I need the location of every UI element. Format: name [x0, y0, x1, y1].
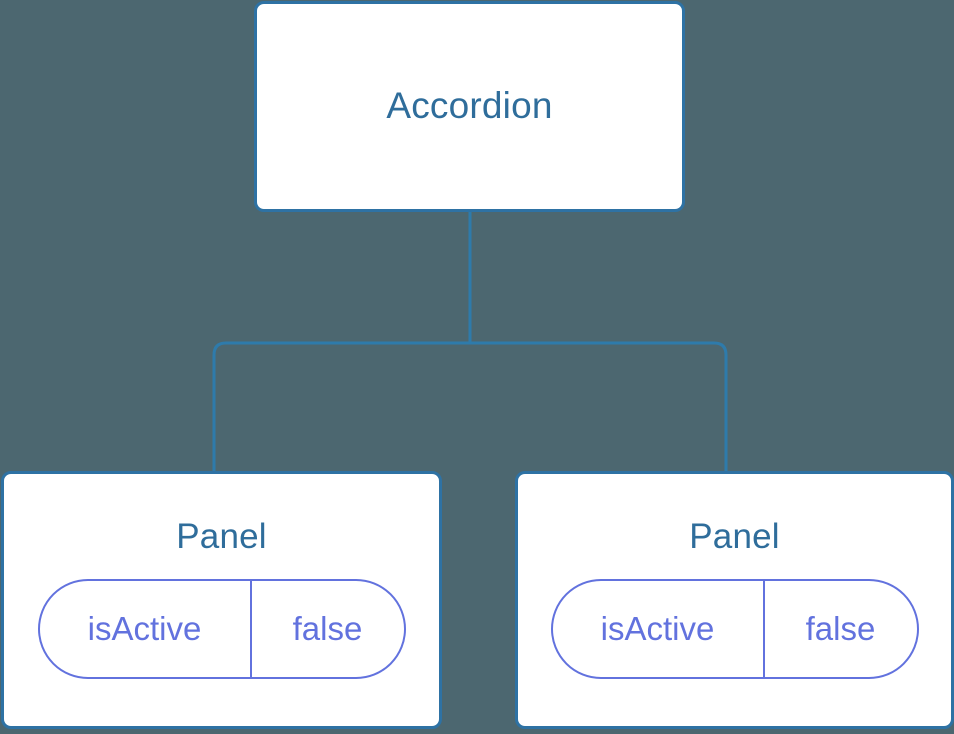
tree-node-accordion[interactable]: Accordion	[254, 1, 685, 212]
tree-node-panel-1[interactable]: Panel isActive false	[515, 471, 954, 729]
state-value-panel-1: false	[805, 610, 876, 647]
node-title-panel-0: Panel	[176, 517, 267, 556]
tree-node-panel-0[interactable]: Panel isActive false	[1, 471, 442, 729]
node-title-accordion: Accordion	[386, 85, 553, 127]
node-title-panel-1: Panel	[689, 517, 780, 556]
state-pill-panel-1[interactable]: isActive false	[550, 578, 919, 679]
edge-to-panel-1	[470, 341, 728, 473]
state-key-panel-0: isActive	[40, 580, 252, 677]
state-pill-panel-0[interactable]: isActive false	[37, 578, 406, 679]
edge-to-panel-0	[212, 341, 470, 473]
state-key-panel-1: isActive	[553, 580, 765, 677]
state-value-panel-0: false	[292, 610, 363, 647]
